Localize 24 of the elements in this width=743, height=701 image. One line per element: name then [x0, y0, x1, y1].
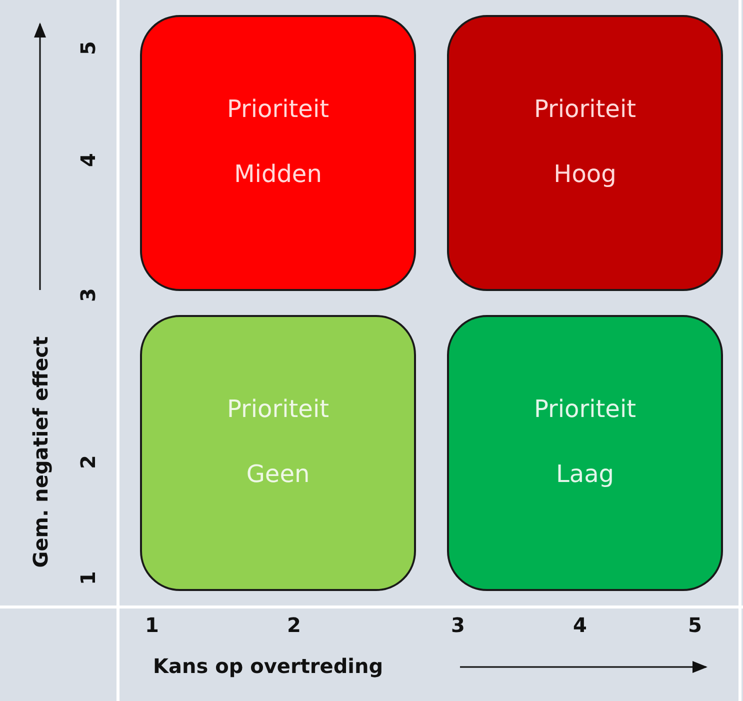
- axis-tick: 4: [78, 153, 98, 167]
- priority-quadrant: [140, 15, 416, 291]
- quadrant-heading: Prioriteit: [226, 95, 330, 123]
- axis-tick: 3: [451, 615, 465, 635]
- axis-title: Kans op overtreding: [153, 656, 384, 676]
- priority-level: Midden: [233, 160, 323, 188]
- axis-tick: 4: [573, 615, 587, 635]
- axis-tick: 1: [145, 615, 159, 635]
- priority-level: Hoog: [552, 160, 618, 188]
- priority-quadrant: [447, 315, 723, 591]
- axis-tick: 1: [78, 571, 98, 585]
- axis-tick: 3: [78, 288, 98, 302]
- priority-quadrant: [140, 315, 416, 591]
- axis-tick: 5: [688, 615, 702, 635]
- axis-title: Gem. negatief effect: [30, 336, 50, 568]
- priority-level: Laag: [554, 460, 616, 488]
- axis-tick: 5: [78, 41, 98, 55]
- quadrant-heading: Prioriteit: [532, 95, 638, 123]
- axis-tick: 2: [287, 615, 301, 635]
- axis-tick: 2: [78, 455, 98, 469]
- quadrant-heading: Prioriteit: [226, 395, 330, 423]
- priority-level: Geen: [245, 460, 311, 488]
- quadrant-heading: Prioriteit: [532, 395, 638, 423]
- priority-quadrant: [447, 15, 723, 291]
